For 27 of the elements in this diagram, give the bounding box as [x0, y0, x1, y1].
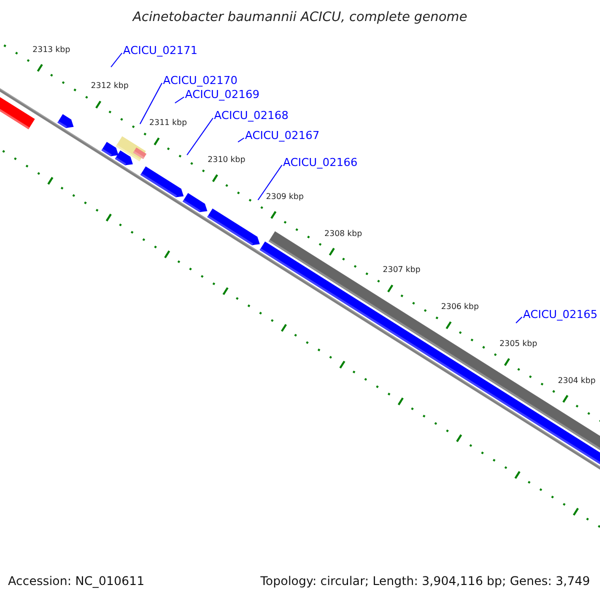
scale-label: 2305 kbp — [500, 340, 538, 348]
leader-line — [110, 52, 122, 68]
leader-line — [516, 316, 522, 324]
accession-text: Accession: NC_010611 — [8, 575, 144, 587]
gene-label: ACICU_02170 — [163, 75, 238, 86]
diagram-title: Acinetobacter baumannii ACICU, complete genome — [131, 11, 468, 24]
gene-label: ACICU_02166 — [283, 157, 358, 168]
gene-label: ACICU_02169 — [185, 89, 260, 100]
leader-line — [186, 118, 214, 156]
scale-label: 2309 kbp — [266, 192, 304, 201]
genome-summary-text: Topology: circular; Length: 3,904,116 bp; Genes: 3,749 — [260, 575, 590, 587]
scale-label: 2312 kbp — [90, 82, 129, 90]
scale-label: 2308 kbp — [324, 230, 362, 238]
scale-label: 2306 kbp — [441, 303, 479, 312]
leader-line — [238, 138, 244, 142]
scale-label: 2310 kbp — [208, 156, 246, 164]
scale-label: 2304 kbp — [558, 376, 596, 385]
gene-label: ACICU_02167 — [245, 130, 320, 141]
leader-line — [140, 82, 162, 124]
gene-label: ACICU_02168 — [214, 110, 288, 121]
scale-label: 2313 kbp — [32, 46, 70, 54]
gene-label: ACICU_02165 — [523, 309, 598, 320]
leader-line — [174, 96, 184, 104]
scale-label: 2311 kbp — [149, 119, 187, 128]
gene-label: ACICU_02171 — [123, 45, 198, 56]
leader-line — [258, 164, 282, 200]
scale-label: 2307 kbp — [382, 266, 420, 274]
